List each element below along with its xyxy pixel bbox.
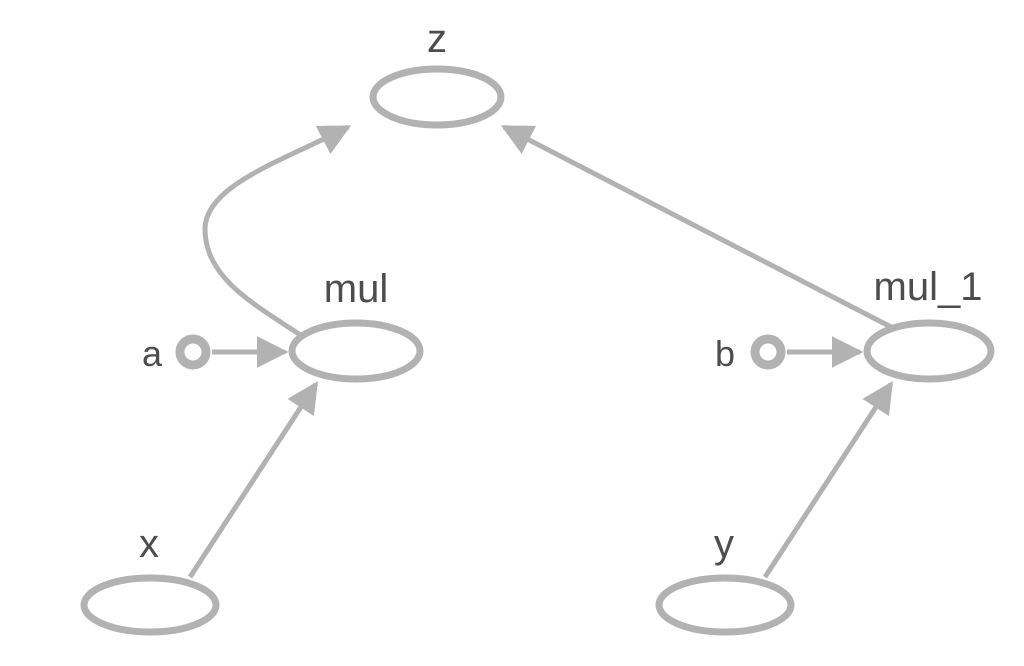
- node-x-label: x: [139, 522, 159, 566]
- port-b[interactable]: [750, 334, 786, 370]
- port-a[interactable]: [175, 334, 211, 370]
- node-z-label: z: [427, 17, 447, 61]
- node-mul[interactable]: [288, 319, 424, 383]
- edge-mul_1-to-z: [500, 124, 893, 330]
- node-y-label: y: [714, 522, 734, 566]
- node-mul-label: mul: [324, 267, 388, 311]
- edge-y-to-mul_1: [762, 381, 894, 579]
- node-mul_1[interactable]: [863, 319, 995, 383]
- node-group: [80, 65, 995, 636]
- node-y[interactable]: [655, 574, 795, 636]
- edge-x-to-mul: [187, 381, 319, 579]
- edge-group: [187, 124, 894, 579]
- node-z[interactable]: [369, 65, 505, 129]
- node-x[interactable]: [80, 574, 220, 636]
- port-a-label: a: [142, 333, 163, 374]
- label-group: z mul mul_1 x y a b: [139, 17, 982, 566]
- port-group: [175, 334, 786, 370]
- edge-mul-to-z: [202, 124, 352, 339]
- port-b-label: b: [715, 333, 735, 374]
- node-mul_1-label: mul_1: [874, 265, 983, 309]
